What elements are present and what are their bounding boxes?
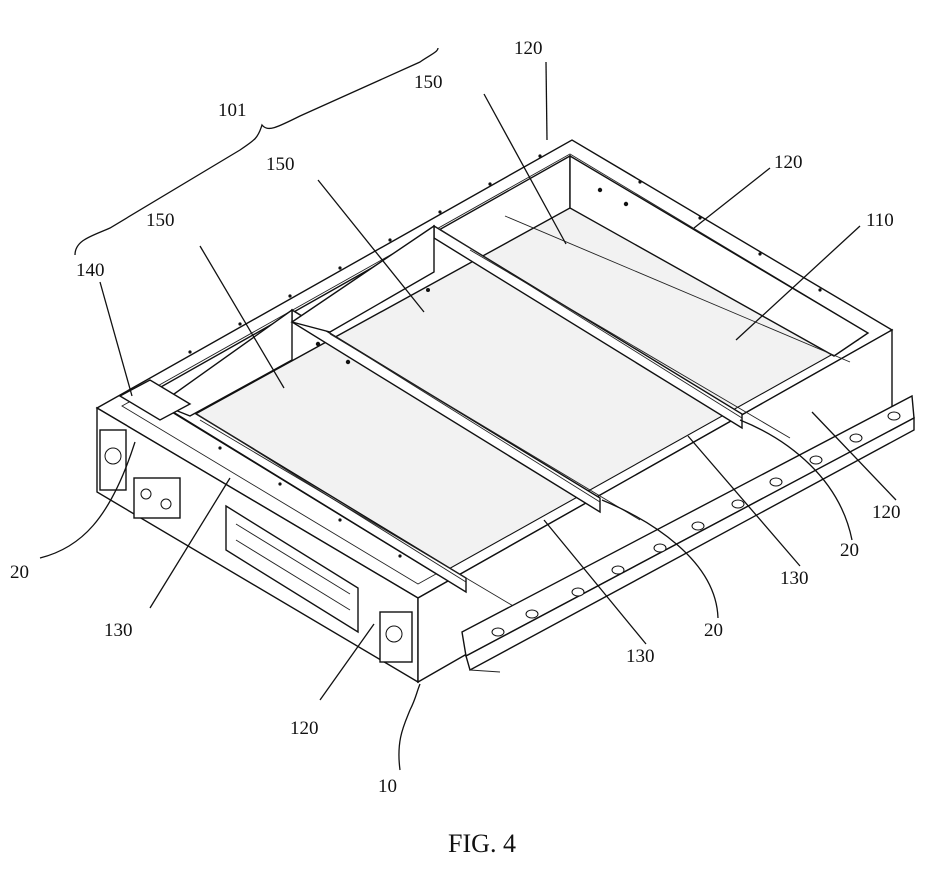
label-130-right: 130 xyxy=(780,568,809,589)
label-120-bottom: 120 xyxy=(290,718,319,739)
label-120-right: 120 xyxy=(872,502,901,523)
label-101: 101 xyxy=(218,100,247,121)
leader-120b xyxy=(694,168,770,228)
leader-140 xyxy=(100,282,132,396)
label-130-middle: 130 xyxy=(626,646,655,667)
label-10: 10 xyxy=(378,776,397,797)
label-20-left: 20 xyxy=(10,562,29,583)
leader-10 xyxy=(399,684,420,770)
figure-caption: FIG. 4 xyxy=(448,829,516,858)
brace-101 xyxy=(75,48,438,255)
label-150-middle: 150 xyxy=(266,154,295,175)
label-150-left: 150 xyxy=(146,210,175,231)
label-150-right: 150 xyxy=(414,72,443,93)
label-120-top: 120 xyxy=(514,38,543,59)
battery-tray xyxy=(97,140,914,682)
label-20-middle: 20 xyxy=(704,620,723,641)
label-120-right-top: 120 xyxy=(774,152,803,173)
leader-120a xyxy=(546,62,547,140)
label-110: 110 xyxy=(866,210,894,231)
label-140: 140 xyxy=(76,260,105,281)
label-130-left: 130 xyxy=(104,620,133,641)
label-20-right: 20 xyxy=(840,540,859,561)
